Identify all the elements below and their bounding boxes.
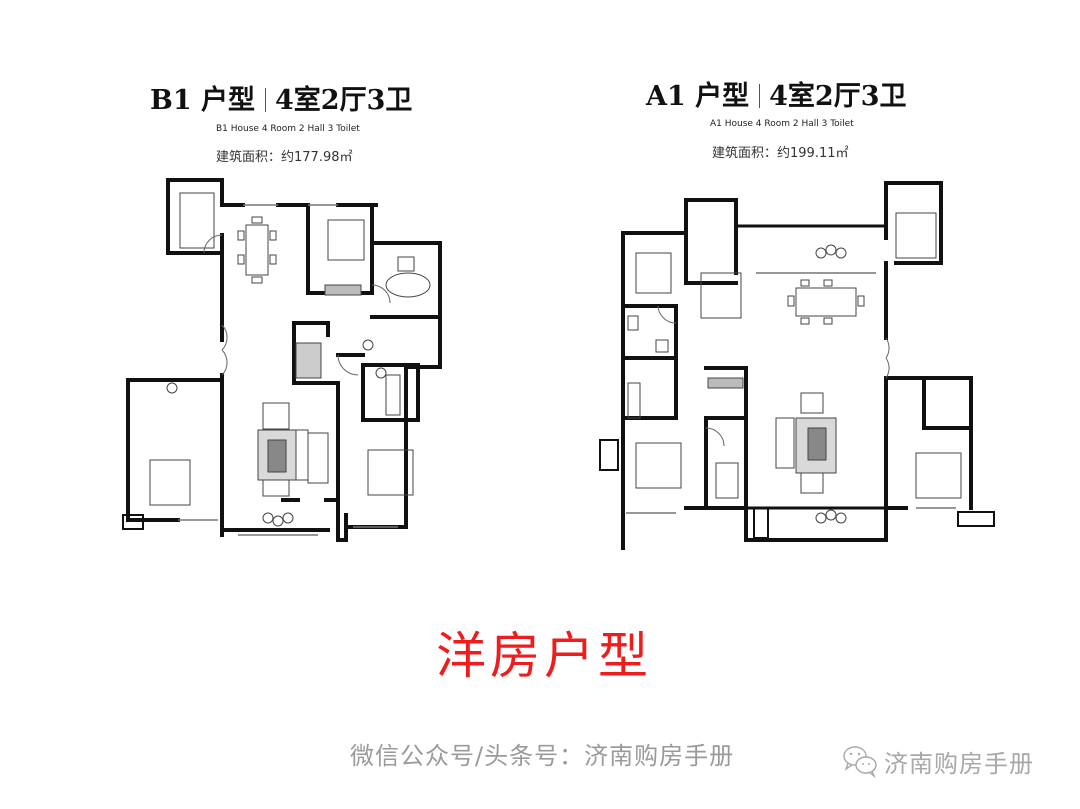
area-value: 约177.98㎡ [281, 150, 353, 165]
title-separator [759, 84, 761, 108]
plan-title-a1: A1 户型 4室2厅3卫 [646, 74, 907, 113]
plan-area: 建筑面积：约177.98㎡ [216, 146, 353, 165]
area-label: 建筑面积： [216, 150, 282, 165]
headline: 洋房户型 [436, 627, 652, 685]
area-label: 建筑面积： [712, 146, 778, 161]
plan-subtitle-en: B1 House 4 Room 2 Hall 3 Toilet [216, 124, 360, 134]
floor-plan-b1 [122, 178, 442, 542]
area-value: 约199.11㎡ [777, 146, 849, 161]
wechat-icon [843, 746, 877, 778]
brand-name: 济南购房手册 [884, 749, 1034, 778]
plan-subtitle-en: A1 House 4 Room 2 Hall 3 Toilet [710, 119, 854, 129]
plan-layout: 4室2厅3卫 [275, 85, 413, 116]
plan-title-b1: B1 户型 4室2厅3卫 [150, 78, 412, 117]
plan-area: 建筑面积：约199.11㎡ [712, 142, 849, 161]
plan-layout: 4室2厅3卫 [769, 81, 907, 112]
plan-code: A1 户型 [646, 81, 750, 112]
plan-code: B1 户型 [150, 85, 256, 116]
footer-source-text: 微信公众号/头条号：济南购房手册 [350, 742, 735, 770]
footer-brand: 济南购房手册 [842, 741, 1034, 781]
floor-plan-a1 [599, 181, 995, 550]
title-separator [265, 88, 267, 112]
